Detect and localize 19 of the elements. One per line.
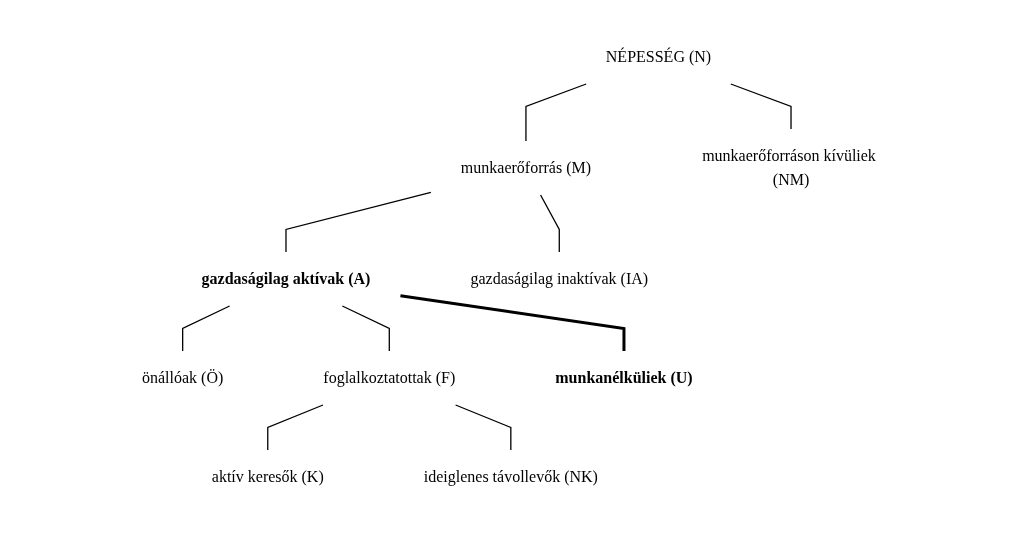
connector bbox=[182, 305, 231, 352]
node-text: munkanélküliek (U) bbox=[555, 368, 694, 386]
node-text: önállóak (Ö) bbox=[142, 368, 224, 386]
connector bbox=[540, 194, 561, 253]
connector bbox=[342, 305, 391, 352]
node-text: munkaerőforrás (M) bbox=[461, 159, 592, 176]
node-text: gazdaságilag inaktívak (IA) bbox=[470, 269, 649, 287]
connector bbox=[525, 83, 588, 142]
node-text: ideiglenes távollevők (NK) bbox=[424, 467, 599, 485]
connector bbox=[730, 83, 793, 130]
connector bbox=[285, 191, 432, 253]
node-text: aktív keresők (K) bbox=[212, 467, 325, 485]
node-text: munkaerőforráson kívüliek (NM) bbox=[702, 147, 877, 188]
node-text: NÉPESSÉG (N) bbox=[606, 48, 712, 65]
node-text: gazdaságilag aktívak (A) bbox=[202, 269, 371, 287]
connector bbox=[400, 294, 626, 351]
node-text: foglalkoztatottak (F) bbox=[323, 368, 456, 386]
connector bbox=[455, 404, 512, 451]
connector bbox=[267, 404, 325, 451]
